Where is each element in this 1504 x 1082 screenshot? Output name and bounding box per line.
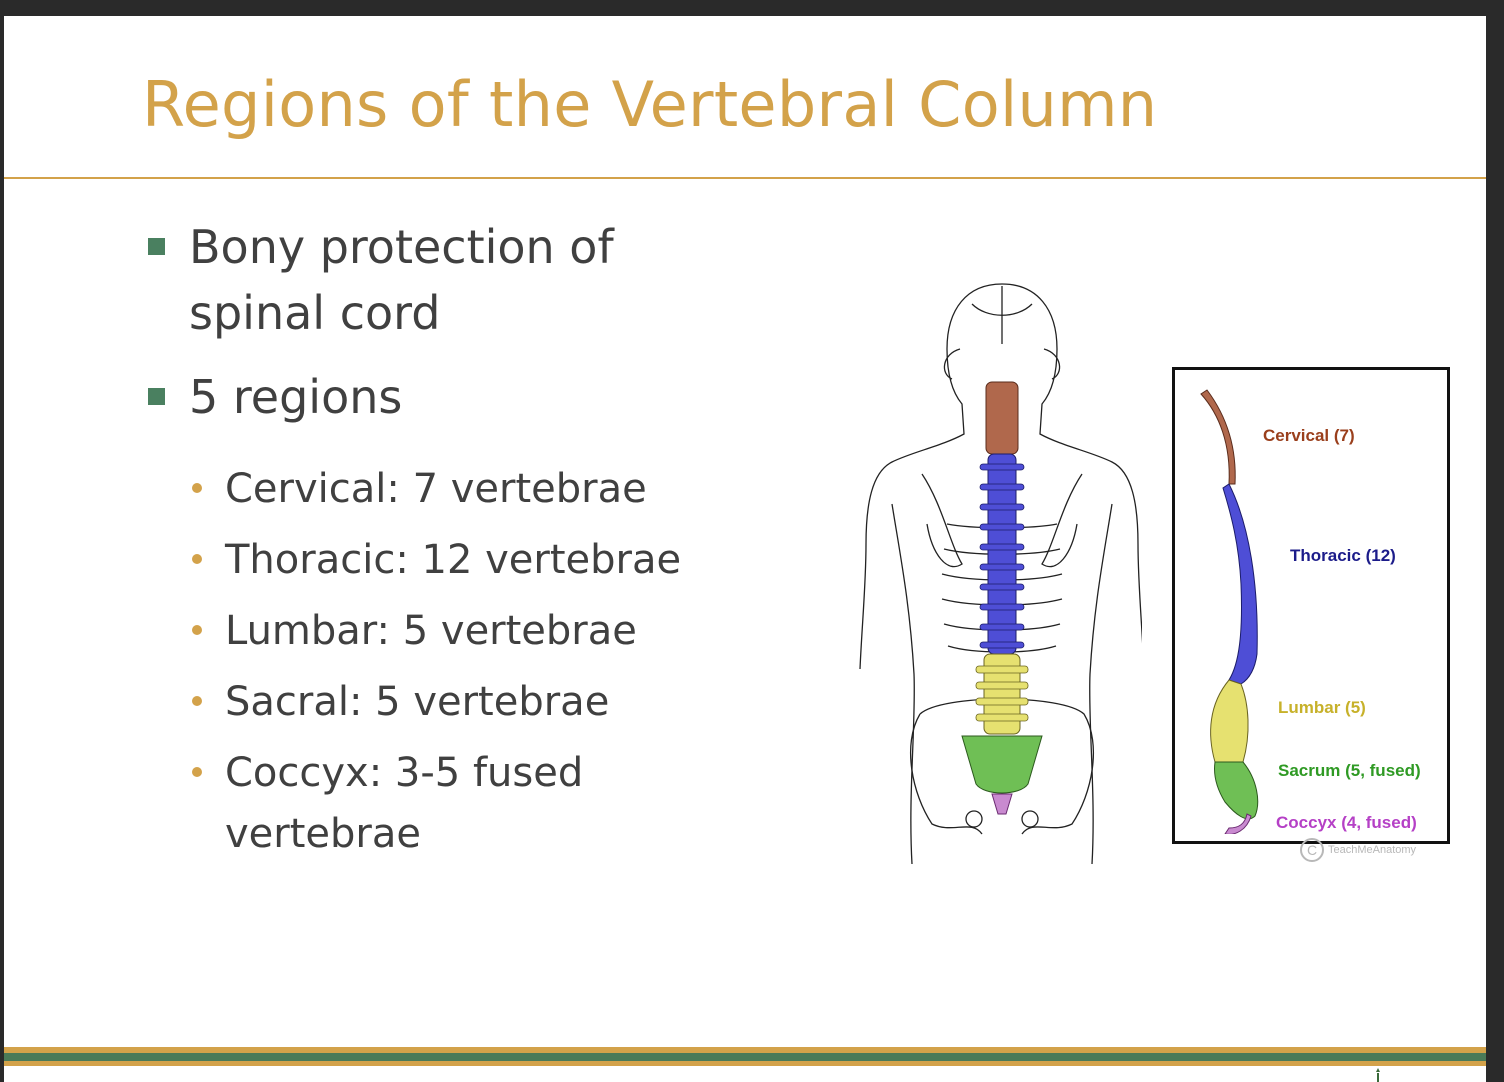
- label-cervical: Cervical (7): [1263, 426, 1355, 445]
- posterior-skeleton-illustration: [859, 283, 1142, 865]
- label-lumbar: Lumbar (5): [1278, 698, 1366, 717]
- body-outline: [859, 283, 1142, 865]
- lateral-spine-illustration: [1200, 389, 1259, 834]
- bullet-text: 5 regions: [189, 370, 403, 424]
- sub-bullet-text: vertebrae: [225, 811, 421, 857]
- lateral-cervical: [1200, 389, 1236, 485]
- lateral-thoracic: [1222, 483, 1258, 685]
- sacral-region: [961, 735, 1043, 794]
- bullet-text: Bony protection of: [189, 220, 614, 274]
- sub-bullet-text: Sacral: 5 vertebrae: [225, 679, 610, 725]
- copyright-watermark: C TeachMeAnatomy: [1300, 838, 1416, 862]
- sub-bullet-text: Lumbar: 5 vertebrae: [225, 608, 637, 654]
- footer-bar-gold: [4, 1047, 1486, 1053]
- label-sacrum: Sacrum (5, fused): [1278, 761, 1421, 780]
- lateral-sacrum: [1214, 761, 1259, 820]
- label-coccyx: Coccyx (4, fused): [1276, 813, 1417, 832]
- watermark-text: TeachMeAnatomy: [1328, 843, 1417, 856]
- dot-bullet-icon: [192, 625, 202, 635]
- square-bullet-icon: [148, 238, 165, 255]
- sub-bullet-text: Cervical: 7 vertebrae: [225, 466, 647, 512]
- coccyx-region: [991, 793, 1013, 815]
- footer-bar-green: [4, 1053, 1486, 1061]
- bullet-text: spinal cord: [189, 286, 441, 340]
- dot-bullet-icon: [192, 696, 202, 706]
- sub-bullet-text: Coccyx: 3-5 fused: [225, 750, 584, 796]
- label-thoracic: Thoracic (12): [1290, 546, 1396, 565]
- footer-bar-gold: [4, 1061, 1486, 1066]
- dot-bullet-icon: [192, 767, 202, 777]
- slide: Regions of the Vertebral Column Bony pro…: [4, 16, 1486, 1082]
- logo-mark-icon: [1376, 1068, 1380, 1082]
- dot-bullet-icon: [192, 483, 202, 493]
- slide-title: Regions of the Vertebral Column: [142, 68, 1158, 141]
- lateral-spine-panel: [1172, 367, 1450, 844]
- square-bullet-icon: [148, 388, 165, 405]
- copyright-icon: C: [1300, 838, 1324, 862]
- sub-bullet-text: Thoracic: 12 vertebrae: [225, 537, 682, 583]
- lateral-coccyx: [1224, 813, 1252, 834]
- lateral-lumbar: [1210, 679, 1249, 763]
- title-divider: [4, 177, 1486, 179]
- cervical-region: [985, 381, 1019, 455]
- dot-bullet-icon: [192, 554, 202, 564]
